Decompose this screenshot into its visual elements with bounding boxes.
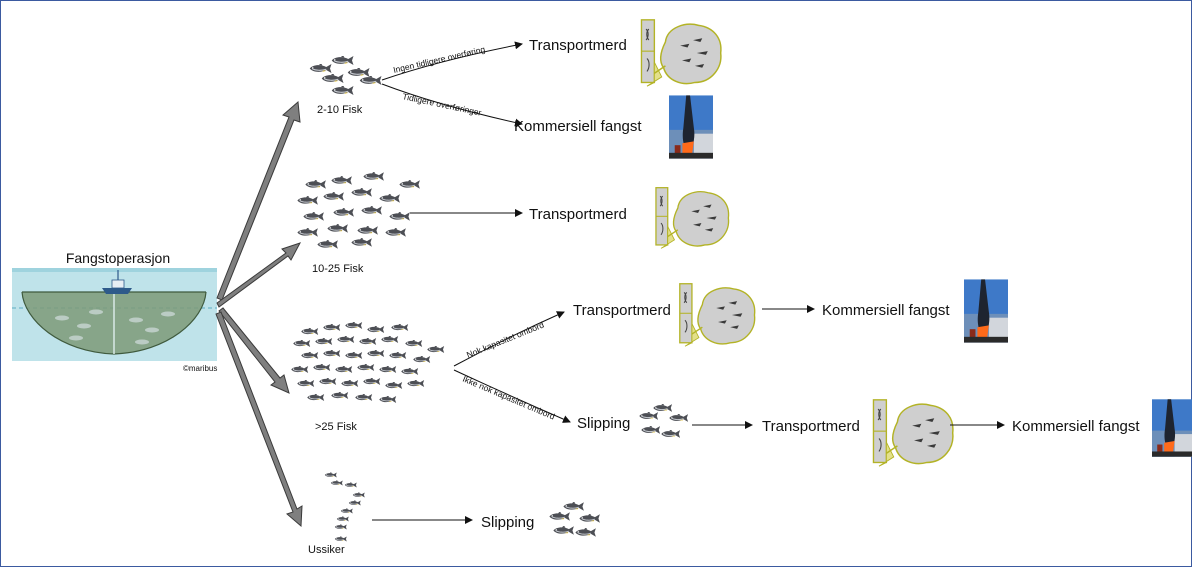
outcome-transport-3: Transportmerd (573, 302, 671, 319)
source-purse-seine-illustration: Fangstoperasjon ©maribus (12, 250, 217, 373)
group-label-2-10: 2-10 Fisk (317, 104, 363, 116)
released-fish-icon (548, 502, 601, 537)
outcome-transport-4: Transportmerd (762, 418, 860, 435)
outcome-transport-1: Transportmerd (529, 37, 627, 54)
branch-label-enough-capacity: Nok kapasitet ombord (465, 320, 546, 360)
outcome-slipping-1: Slipping (577, 415, 630, 432)
group-label-uncertain: Ussiker (308, 544, 345, 556)
commercial-catch-photo (669, 95, 713, 159)
outcome-commercial-2: Kommersiell fangst (822, 302, 950, 319)
fish-school-25-plus (290, 322, 445, 403)
transport-pen-icon (679, 283, 756, 347)
outcome-commercial-3: Kommersiell fangst (1012, 418, 1140, 435)
source-credit: ©maribus (183, 364, 217, 373)
commercial-catch-photo (964, 279, 1008, 343)
group-label-10-25: 10-25 Fisk (312, 263, 364, 275)
arrow-25-plus-to-slipping (453, 369, 571, 423)
outcome-transport-2: Transportmerd (529, 206, 627, 223)
big-arrow-to-25-plus (218, 307, 290, 394)
fish-school-2-10 (309, 56, 383, 95)
transport-pen-icon (640, 19, 722, 87)
transport-pen-icon (872, 399, 954, 467)
source-title: Fangstoperasjon (66, 250, 170, 266)
question-mark-fish (324, 472, 366, 542)
commercial-catch-photo (1152, 399, 1192, 457)
arrow-25-plus-to-transport (453, 311, 565, 367)
outcome-commercial-1: Kommersiell fangst (514, 118, 642, 135)
fish-school-10-25 (296, 172, 421, 249)
branch-label-no-prior-transfer: Ingen tidligere overføring (392, 44, 486, 75)
group-label-25-plus: >25 Fisk (315, 421, 357, 433)
main-branch-arrows (215, 100, 303, 528)
branch-label-not-enough-capacity: Ikke nok kapasitet ombord (461, 374, 556, 422)
transport-pen-icon (655, 186, 730, 250)
arrow-2-10-to-transport (381, 41, 523, 81)
released-fish-icon (638, 404, 689, 438)
big-arrow-to-10-25 (216, 242, 302, 308)
arrow-2-10-to-commercial (381, 83, 523, 127)
branch-label-prior-transfers: Tidligere overføringer (402, 91, 483, 118)
outcome-slipping-2: Slipping (481, 514, 534, 531)
big-arrow-to-ussiker (215, 311, 303, 528)
big-arrow-to-2-10 (216, 100, 301, 301)
